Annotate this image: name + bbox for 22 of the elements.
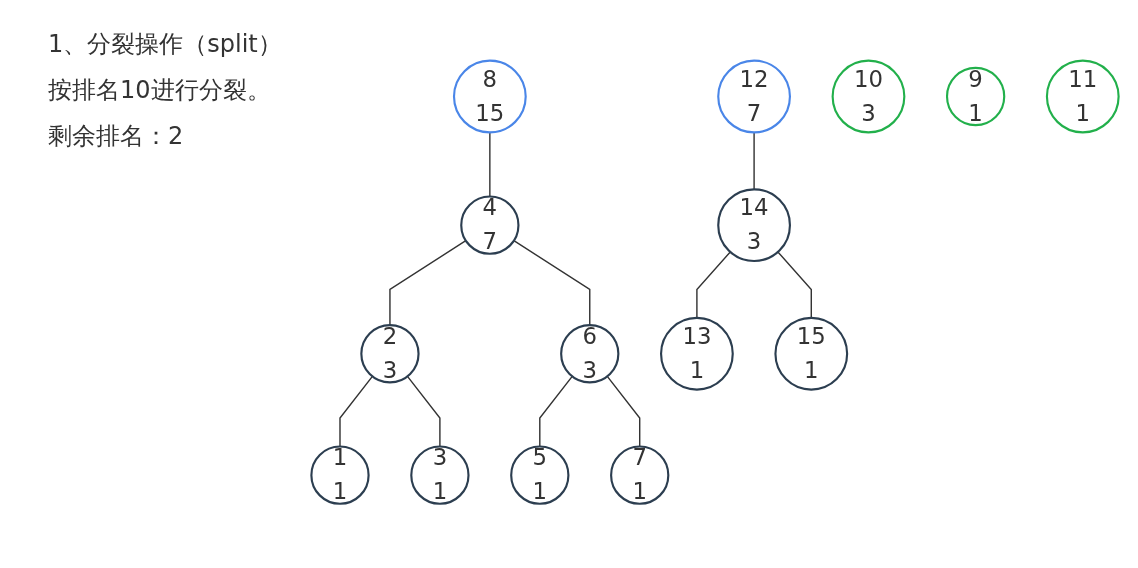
node-circle: 4 7 bbox=[460, 195, 520, 255]
node-circle: 6 3 bbox=[560, 324, 620, 384]
title: 1、分裂操作（split） bbox=[48, 29, 282, 60]
node-circle: 9 1 bbox=[945, 66, 1006, 127]
node-circle: 15 1 bbox=[774, 316, 849, 391]
node-circle: 11 1 bbox=[1045, 59, 1120, 134]
connector bbox=[696, 251, 731, 319]
node-circle: 7 1 bbox=[610, 445, 670, 505]
connector bbox=[777, 251, 812, 319]
node-circle: 5 1 bbox=[510, 445, 570, 505]
note-text: 按排名10进行分裂。 bbox=[48, 75, 272, 106]
node-circle: 1 1 bbox=[310, 445, 370, 505]
node-circle: 14 3 bbox=[717, 188, 791, 263]
note-text: 剩余排名：2 bbox=[48, 121, 185, 152]
connector bbox=[513, 239, 591, 326]
node-circle: 10 3 bbox=[831, 59, 906, 134]
node-circle: 2 3 bbox=[360, 324, 420, 384]
node-circle: 13 1 bbox=[660, 316, 734, 391]
node-circle: 12 7 bbox=[717, 59, 791, 134]
node-circle: 8 15 bbox=[452, 59, 527, 134]
node-circle: 3 1 bbox=[410, 445, 470, 505]
connector bbox=[389, 239, 467, 326]
